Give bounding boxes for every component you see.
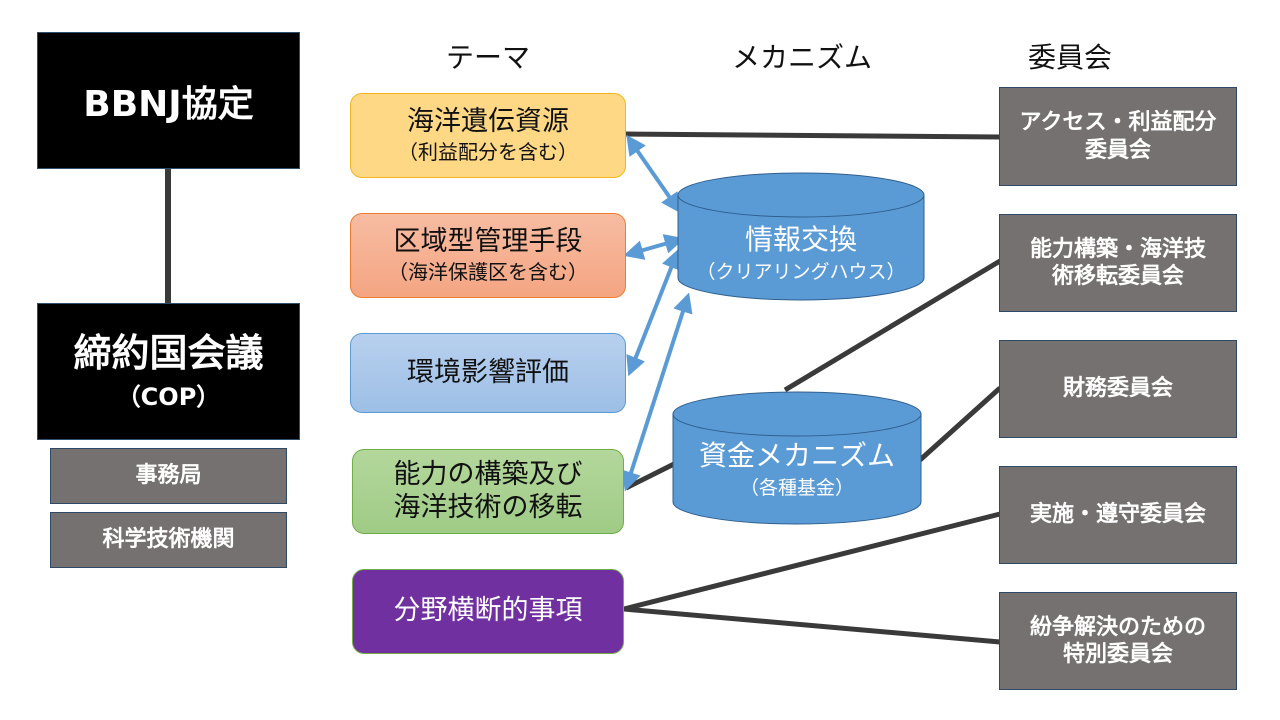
committee-dispute-settlement-line2: 特別委員会 <box>1062 642 1173 667</box>
arrow-capacity-clearinghouse <box>621 292 693 492</box>
theme-capacity-building[interactable]: 能力の構築及び 海洋技術の移転 <box>352 449 624 534</box>
committee-finance[interactable]: 財務委員会 <box>999 340 1237 438</box>
theme-eia-title: 環境影響評価 <box>407 356 569 388</box>
committee-finance-label: 財務委員会 <box>1062 376 1173 402</box>
theme-cross-cutting[interactable]: 分野横断的事項 <box>352 569 624 654</box>
science-body-box[interactable]: 科学技術機関 <box>50 512 287 568</box>
line-crosscutting-to-compliance-committee <box>623 511 1001 612</box>
committee-capacity-technology[interactable]: 能力構築・海洋技 術移転委員会 <box>999 214 1237 312</box>
bbnj-agreement-label: BBNJ協定 <box>83 83 254 125</box>
cop-box[interactable]: 締約国会議 （COP） <box>37 303 300 440</box>
theme-capacity-title-line1: 能力の構築及び <box>393 459 583 491</box>
committee-dispute-settlement[interactable]: 紛争解決のための 特別委員会 <box>999 592 1237 690</box>
theme-genetic-resources-title: 海洋遺伝資源 <box>407 106 569 138</box>
funding-cylinder <box>672 391 922 525</box>
line-funding-to-finance-committee <box>918 386 1002 462</box>
line-funding-to-capacity-committee <box>783 258 1002 393</box>
theme-cross-cutting-title: 分野横断的事項 <box>393 595 583 627</box>
line-genetic-to-access-committee <box>625 131 1001 140</box>
cop-subtitle: （COP） <box>116 382 221 411</box>
secretariat-box[interactable]: 事務局 <box>50 448 287 504</box>
theme-capacity-title-line2: 海洋技術の移転 <box>393 491 583 523</box>
arrow-abmt-clearinghouse <box>623 234 685 260</box>
committee-implementation-compliance-label: 実施・遵守委員会 <box>1029 502 1206 528</box>
clearinghouse-sub: （クリアリングハウス） <box>696 261 906 283</box>
committee-access-benefit-line2: 委員会 <box>1084 137 1151 163</box>
theme-eia[interactable]: 環境影響評価 <box>350 333 626 413</box>
clearinghouse-cylinder <box>677 172 925 301</box>
theme-genetic-resources[interactable]: 海洋遺伝資源 （利益配分を含む） <box>350 93 626 178</box>
theme-abmt-sub: （海洋保護区を含む） <box>388 259 588 284</box>
committee-access-benefit-line1: アクセス・利益配分 <box>1019 110 1217 135</box>
clearinghouse-label[interactable]: 情報交換 （クリアリングハウス） <box>678 222 924 284</box>
secretariat-label: 事務局 <box>135 463 202 489</box>
header-committee: 委員会 <box>1027 41 1112 74</box>
arrow-genetic-clearinghouse <box>626 134 681 214</box>
funding-title: 資金メカニズム <box>698 439 895 472</box>
theme-abmt-title: 区域型管理手段 <box>393 226 583 258</box>
committee-capacity-technology-line1: 能力構築・海洋技 <box>1029 236 1206 262</box>
clearinghouse-title: 情報交換 <box>744 223 857 256</box>
line-crosscutting-to-dispute-committee <box>623 606 1001 645</box>
header-theme: テーマ <box>445 41 530 74</box>
theme-genetic-resources-sub: （利益配分を含む） <box>398 139 578 164</box>
committee-implementation-compliance[interactable]: 実施・遵守委員会 <box>999 466 1237 564</box>
header-mechanism: メカニズム <box>731 41 872 74</box>
funding-label[interactable]: 資金メカニズム （各種基金） <box>673 438 921 500</box>
committee-dispute-settlement-line1: 紛争解決のための <box>1029 614 1206 640</box>
funding-sub: （各種基金） <box>739 477 854 499</box>
theme-abmt[interactable]: 区域型管理手段 （海洋保護区を含む） <box>350 213 626 298</box>
cop-title: 締約国会議 <box>73 331 264 376</box>
science-body-label: 科学技術機関 <box>102 527 235 553</box>
committee-capacity-technology-line2: 術移転委員会 <box>1051 264 1184 289</box>
bbnj-agreement-box[interactable]: BBNJ協定 <box>37 32 300 169</box>
committee-access-benefit[interactable]: アクセス・利益配分 委員会 <box>999 87 1237 186</box>
